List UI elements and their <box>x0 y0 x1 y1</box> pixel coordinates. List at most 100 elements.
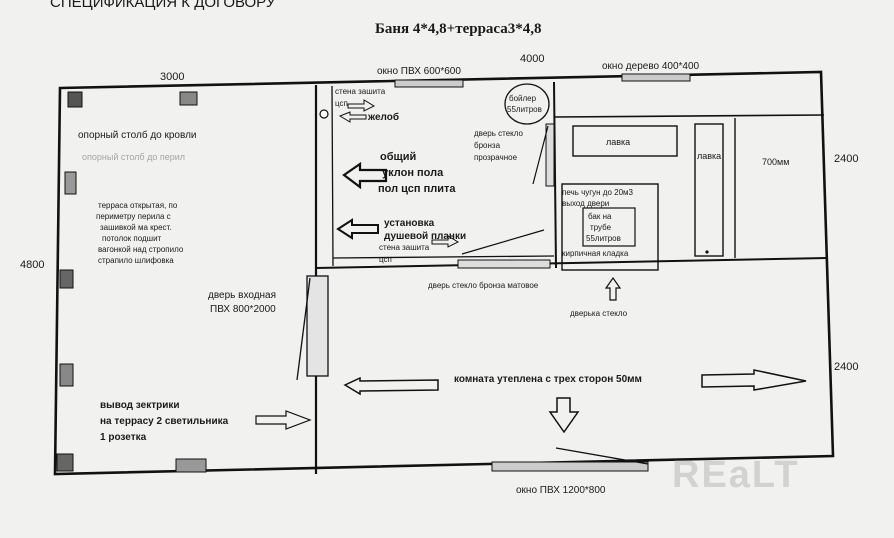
terrace-description-line: вагонкой над стропило <box>98 245 184 254</box>
shower-arrow <box>336 218 379 240</box>
bench-top <box>572 125 678 157</box>
stove-line: печь чугун до 20м3 <box>562 188 634 197</box>
wall-top-label: стена зашита цсп <box>335 87 387 108</box>
lounge-arrow-right <box>701 369 807 391</box>
shower-line: душевой планки <box>384 231 466 242</box>
dimension-right-bottom: 2400 <box>834 361 858 373</box>
glass-door-mark <box>545 123 555 187</box>
stove-label: печь чугун до 20м3 выход двери <box>562 188 635 208</box>
floor-slope-line: общий <box>380 151 416 163</box>
gutter-label: желоб <box>367 111 399 123</box>
shower-line: установка <box>384 218 435 229</box>
pillar-railing-label: опорный столб до перил <box>82 152 185 162</box>
entrance-door-mark <box>306 275 329 377</box>
tank-line: трубе <box>590 223 612 232</box>
bench-side <box>694 123 724 257</box>
window-pvc-bottom-label: окно ПВХ 1200*800 <box>516 485 606 496</box>
plan-title: Баня 4*4,8+терраса3*4,8 <box>375 21 542 37</box>
lounge-arrow-down <box>548 397 580 434</box>
terrace-description-line: потолок подшит <box>102 234 162 243</box>
pillar-roof-label: опорный столб до кровли <box>78 129 197 141</box>
dimension-bath-width: 4000 <box>520 53 544 65</box>
pillar-top <box>179 91 198 106</box>
glass-door-label: дверь стекло бронза прозрачное <box>474 129 525 162</box>
tank-line: 55литров <box>586 234 621 243</box>
wall-top-line: цсп <box>335 99 348 108</box>
tank-box <box>582 207 636 247</box>
shower-label: установка душевой планки <box>384 218 466 242</box>
windows: окно ПВХ 600*600 окно дерево 400*400 окн… <box>377 61 700 496</box>
wall-bottom-arrow <box>431 235 460 248</box>
wall-lining-top <box>331 85 334 267</box>
electrics-line: вывод зектрики <box>100 400 180 411</box>
electrics-label: вывод зектрики на террасу 2 светильника … <box>100 400 231 443</box>
matte-door-label: дверь стекло бронза матовое <box>428 281 539 290</box>
stove-block <box>561 183 659 271</box>
pillar-left-1 <box>64 171 77 195</box>
window-wood-top-label: окно дерево 400*400 <box>602 61 700 72</box>
gutter-arrow <box>338 111 367 123</box>
header-top-text: СПЕЦИФИКАЦИЯ К ДОГОВОРУ <box>50 0 276 11</box>
boiler-line: 55литров <box>507 105 542 114</box>
boiler-line: бойлер <box>509 94 537 103</box>
floor-slope-line: уклон пола <box>382 167 444 179</box>
pillar-left-3 <box>59 363 74 387</box>
watermark-logo: REaLT <box>672 454 800 496</box>
dimension-total-height: 4800 <box>20 259 44 271</box>
terrace-description: терраса открытая, по периметру перила с … <box>96 201 186 265</box>
entrance-door-swing <box>296 277 311 381</box>
bench-side-label: лавка <box>697 151 721 161</box>
entrance-door-line: дверь входная <box>208 290 276 301</box>
dimension-terrace-width: 3000 <box>160 71 184 83</box>
window-pvc-bottom-mark <box>491 461 649 472</box>
terrace-description-line: периметру перила с <box>96 212 171 221</box>
window-pvc-top-label: окно ПВХ 600*600 <box>377 66 461 77</box>
electrics-line: 1 розетка <box>100 432 147 443</box>
terrace-description-line: страпило шлифовка <box>98 256 174 265</box>
brickwork-label: кирпичная кладка <box>562 249 629 258</box>
glass-door-line: прозрачное <box>474 153 518 162</box>
pillars <box>56 91 207 473</box>
floor-slope-line: пол цсп плита <box>378 183 456 195</box>
washroom-area: стена зашита цсп желоб общий уклон пола … <box>319 83 555 269</box>
bench-top-label: лавка <box>606 137 630 147</box>
slope-arrow <box>342 161 388 190</box>
tank-label: бак на трубе 55литров <box>586 212 621 243</box>
boiler-label: бойлер 55литров <box>507 94 542 114</box>
glass-door-swing <box>532 125 549 185</box>
steam-depth-label: 700мм <box>762 157 789 167</box>
bench-side-drain <box>705 250 709 254</box>
wall-top-arrow <box>347 99 376 112</box>
stove-door-arrow <box>604 276 622 301</box>
wall-bottom-line: цсп <box>379 255 392 264</box>
glass-door-line: бронза <box>474 141 501 150</box>
dimension-right-top: 2400 <box>834 153 858 165</box>
outer-wall <box>53 70 835 476</box>
washroom-steam-wall <box>553 81 557 269</box>
terrace-area: опорный столб до кровли опорный столб до… <box>78 129 329 443</box>
wall-lining-bottom <box>332 255 555 259</box>
drain-point <box>319 109 329 119</box>
lounge-area: дверь стекло бронза матовое комната утеп… <box>343 281 807 434</box>
glass-door-line: дверь стекло <box>474 129 523 138</box>
shower-door-swing <box>461 229 545 255</box>
stove-door-label: дверька стекло <box>570 309 628 318</box>
steam-room-inner-wall <box>553 114 825 118</box>
lounge-arrow-left <box>343 376 439 396</box>
walls <box>53 70 835 476</box>
tank-line: бак на <box>588 212 612 221</box>
entrance-door-label: дверь входная ПВХ 800*2000 <box>208 290 279 315</box>
pillar-top-left <box>67 91 83 108</box>
entrance-door-line: ПВХ 800*2000 <box>210 304 276 315</box>
terrace-description-line: зашивкой ма крест. <box>100 223 172 232</box>
window-bottom-sash <box>555 447 649 465</box>
pillar-bottom-left <box>56 453 74 472</box>
wall-bottom-label: стена зашита цсп <box>379 243 431 264</box>
wall-bottom-line: стена зашита <box>379 243 430 252</box>
electrics-arrow <box>255 410 312 430</box>
stove-line: выход двери <box>562 199 609 208</box>
steam-room-area: лавка лавка 700мм печь чугун до 20м3 вых… <box>561 118 789 318</box>
matte-door-mark <box>457 259 551 269</box>
electrics-line: на террасу 2 светильника <box>100 416 229 427</box>
